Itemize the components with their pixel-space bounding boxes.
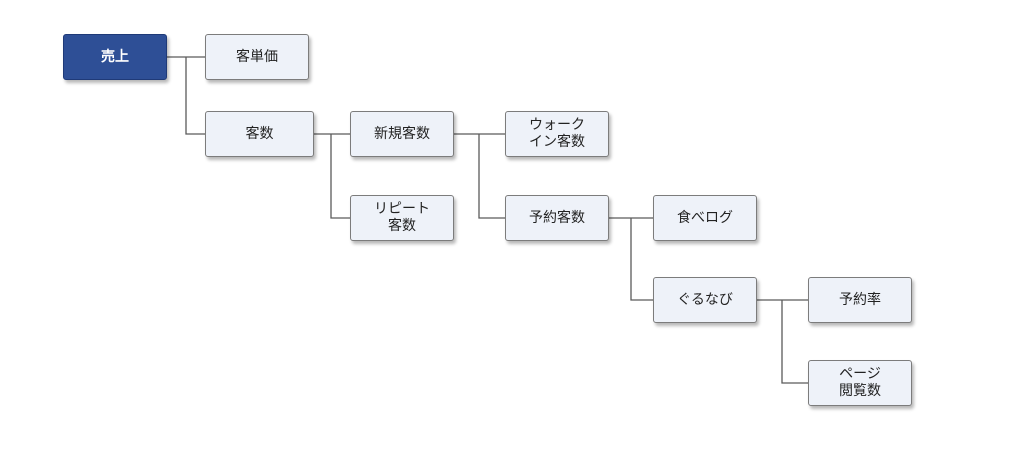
connector-sales-children [167,56,205,135]
node-page-views: ページ 閲覧数 [808,360,912,406]
node-reservation-customers: 予約客数 [505,195,609,241]
node-unit-price: 客単価 [205,34,309,80]
node-new-customers: 新規客数 [350,111,454,157]
node-walk-in-customers: ウォーク イン客数 [505,111,609,157]
node-sales: 売上 [63,34,167,80]
connector-gurunavi-children [757,299,808,384]
node-tabelog: 食べログ [653,195,757,241]
connector-new-customers-children [454,133,505,219]
node-repeat-customers: リピート 客数 [350,195,454,241]
node-gurunavi: ぐるなび [653,277,757,323]
connector-customers-children [314,133,350,219]
node-customers: 客数 [205,111,314,157]
node-reservation-rate: 予約率 [808,277,912,323]
connector-reservations-children [609,217,653,301]
